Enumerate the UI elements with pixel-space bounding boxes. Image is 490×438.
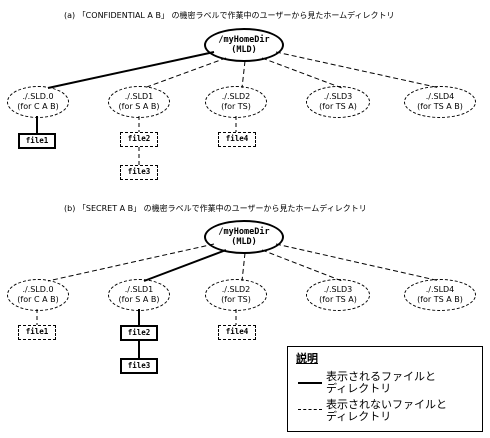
diagram-b-file3: file3 <box>120 358 158 374</box>
diagram-a-file4: file4 <box>218 132 256 147</box>
diagram-a-heading: (a) 「CONFIDENTIAL A B」 の機密ラベルで作業中のユーザーから… <box>64 11 395 20</box>
sld-name: ./.SLD3 <box>323 92 353 101</box>
diagram-b-file2: file2 <box>120 325 158 341</box>
diagram-a-file3: file3 <box>120 165 158 180</box>
diagram-b-sld2-node: ./.SLD2 (for TS) <box>205 279 267 311</box>
sld-name: ./.SLD1 <box>124 92 154 101</box>
sld-name: ./.SLD2 <box>221 92 251 101</box>
sld-name: ./.SLD2 <box>221 285 251 294</box>
diagram-a-file1: file1 <box>18 133 56 149</box>
sld-label: (for TS A B) <box>417 295 463 304</box>
sld-label: (for S A B) <box>118 295 160 304</box>
sld-label: (for S A B) <box>118 102 160 111</box>
sld-label: (for TS A) <box>319 102 357 111</box>
root-node-type: (MLD) <box>231 237 257 247</box>
sld-name: ./.SLD4 <box>425 92 455 101</box>
root-node-type: (MLD) <box>231 45 257 55</box>
diagram-b-sld0-node: ./.SLD.0 (for C A B) <box>7 279 69 311</box>
sld-name: ./.SLD.0 <box>22 285 54 294</box>
sld-label: (for TS A B) <box>417 102 463 111</box>
sld-label: (for C A B) <box>17 295 59 304</box>
diagram-a-root-node: /myHomeDir (MLD) <box>204 28 284 62</box>
sld-label: (for TS) <box>221 295 251 304</box>
sld-name: ./.SLD3 <box>323 285 353 294</box>
legend-box: 説明 表示されるファイルと ディレクトリ 表示されないファイルと ディレクトリ <box>287 346 483 432</box>
legend-title: 説明 <box>296 352 318 365</box>
diagram-b-file1: file1 <box>18 325 56 340</box>
dashed-line-sample <box>298 409 322 410</box>
diagram-a-sld2-node: ./.SLD2 (for TS) <box>205 86 267 118</box>
sld-name: ./.SLD1 <box>124 285 154 294</box>
diagram-b-heading: (b) 「SECRET A B」 の機密ラベルで作業中のユーザーから見たホームデ… <box>64 204 367 213</box>
sld-name: ./.SLD4 <box>425 285 455 294</box>
solid-line-sample <box>298 382 322 384</box>
legend-hidden-label: 表示されないファイルと ディレクトリ <box>326 398 447 423</box>
sld-name: ./.SLD.0 <box>22 92 54 101</box>
diagram-b-file4: file4 <box>218 325 256 340</box>
root-node-name: /myHomeDir <box>218 35 270 45</box>
diagram-a-sld4-node: ./.SLD4 (for TS A B) <box>404 86 476 118</box>
diagram-b-sld1-node: ./.SLD1 (for S A B) <box>108 279 170 311</box>
diagram-a-sld3-node: ./.SLD3 (for TS A) <box>306 86 370 118</box>
diagram-a-sld1-node: ./.SLD1 (for S A B) <box>108 86 170 118</box>
diagram-b-root-node: /myHomeDir (MLD) <box>204 220 284 254</box>
diagram-b-sld3-node: ./.SLD3 (for TS A) <box>306 279 370 311</box>
root-node-name: /myHomeDir <box>218 227 270 237</box>
sld-label: (for TS) <box>221 102 251 111</box>
legend-visible-label: 表示されるファイルと ディレクトリ <box>326 370 436 395</box>
diagram-a-sld0-node: ./.SLD.0 (for C A B) <box>7 86 69 118</box>
diagram-a-file2: file2 <box>120 132 158 147</box>
sld-label: (for TS A) <box>319 295 357 304</box>
diagram-b-sld4-node: ./.SLD4 (for TS A B) <box>404 279 476 311</box>
sld-label: (for C A B) <box>17 102 59 111</box>
